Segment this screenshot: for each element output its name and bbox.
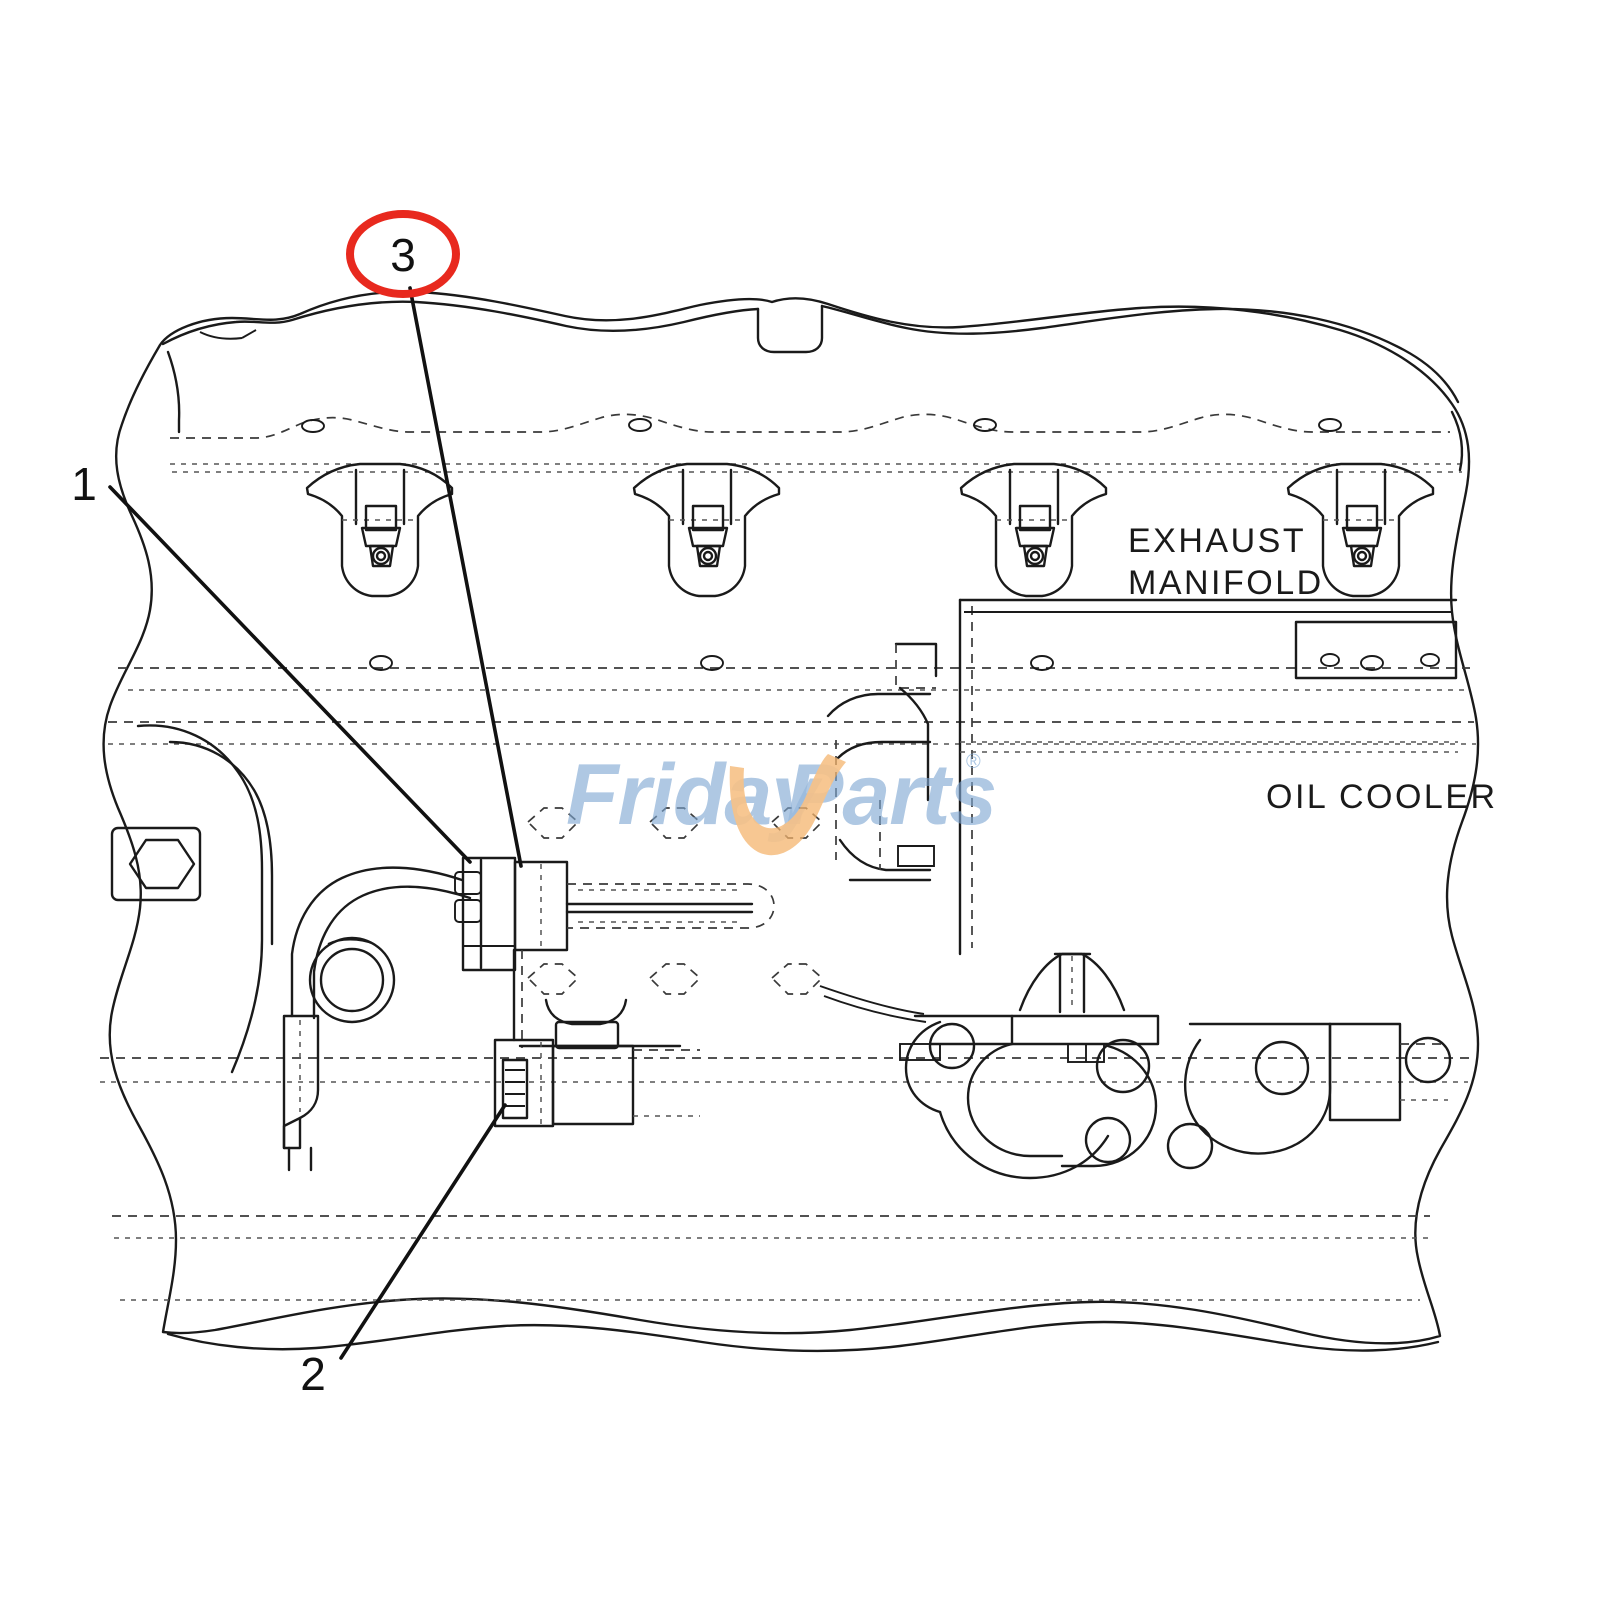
block-bolt-bosses [369,655,1384,671]
temperature-sensor-switch-assembly [454,807,824,1128]
fridayparts-watermark: Friday Parts ® [566,747,997,856]
watermark-registered-mark: ® [966,751,981,773]
callout-number-3: 3 [390,229,416,281]
callout-1[interactable]: 1 [71,458,472,864]
exhaust-manifold-label-line1: EXHAUST [1128,522,1306,560]
engine-block-outline [102,290,1480,1345]
circular-machined-boss [308,936,396,1024]
watermark-swoosh-icon [729,754,846,856]
callout-3[interactable]: 3 [346,210,523,868]
accessory-mounting-bracket [819,952,1452,1180]
lower-sensor-block [493,1038,700,1128]
block-joint-rails [100,655,1476,1301]
cylinder-head-gasket-band [170,413,1462,473]
oil-cooler-body [826,598,1458,956]
electrical-connector-plug [282,1014,320,1172]
leader-line-3 [408,286,523,868]
head-bolt-holes [301,418,1342,433]
callout-number-2: 2 [300,1348,326,1400]
leader-line-2 [339,1103,507,1360]
switch-barrel [513,860,569,952]
oil-cooler-label: OIL COOLER [1266,778,1498,816]
leader-line-1 [108,485,472,864]
hex-nut-row-lower [526,963,824,995]
exhaust-port [632,462,781,598]
probe-rod [565,883,775,929]
exhaust-port [1286,462,1435,598]
callout-number-1: 1 [71,458,97,510]
label-exhaust-manifold: EXHAUST MANIFOLD [1128,522,1324,602]
exhaust-port [305,462,454,598]
exhaust-manifold-label-line2: MANIFOLD [1128,564,1324,602]
oil-pan-lip [166,1320,1440,1353]
sensor-connector-body [454,856,517,972]
hex-head-plug [110,826,202,902]
callout-2[interactable]: 2 [300,1103,507,1400]
callout-3-highlight-ellipse [346,210,460,298]
label-oil-cooler: OIL COOLER [1266,778,1498,816]
oil-cooler-flange [1294,620,1458,680]
exhaust-manifold-ports [305,462,1435,598]
valve-cover-contour [161,300,1464,472]
left-block-features [110,724,472,1172]
exhaust-port [959,462,1108,598]
